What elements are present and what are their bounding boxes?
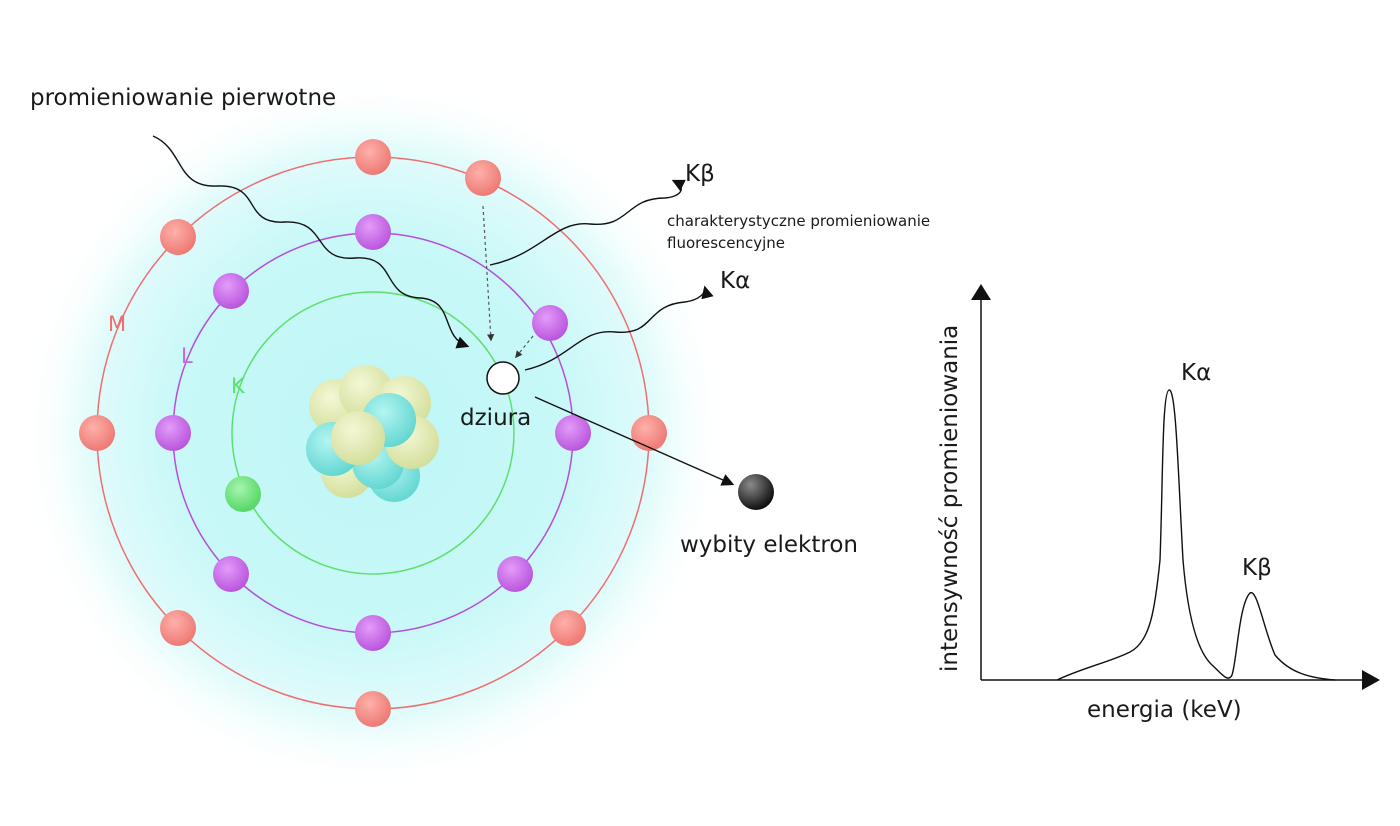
char-radiation-label: charakterystyczne promieniowanie <box>667 212 930 230</box>
m-electron <box>550 610 586 646</box>
m-electron <box>160 610 196 646</box>
x-axis-arrow <box>1362 670 1380 690</box>
hole <box>486 361 520 395</box>
proton <box>331 411 385 465</box>
k-alpha-emission-arrow <box>524 285 714 371</box>
ejection-path <box>534 396 735 486</box>
spectrum-plot: Kα Kβ energia (keV) intensywność promien… <box>937 284 1380 723</box>
ejected-electron-label: wybity elektron <box>680 532 858 558</box>
hole-label: dziura <box>460 405 531 431</box>
transition-m-to-k <box>482 205 495 342</box>
peak-alpha-label: Kα <box>1181 360 1211 386</box>
l-electron <box>532 305 568 341</box>
m-shell-electrons <box>79 139 667 727</box>
k-beta-label: Kβ <box>685 161 715 187</box>
primary-radiation-arrow <box>152 135 470 349</box>
peak-beta-label: Kβ <box>1242 555 1272 581</box>
m-electron <box>355 691 391 727</box>
l-electron <box>155 415 191 451</box>
m-electron <box>355 139 391 175</box>
k-electron <box>225 476 261 512</box>
l-shell-electrons <box>155 214 591 651</box>
m-electron <box>631 415 667 451</box>
shell-k-label: K <box>231 374 246 398</box>
x-axis-label: energia (keV) <box>1087 697 1242 723</box>
m-electron <box>79 415 115 451</box>
shell-k-orbit <box>231 291 515 575</box>
l-electron <box>555 415 591 451</box>
y-axis-arrow <box>971 284 991 300</box>
m-electron <box>465 160 501 196</box>
ejected-electron <box>738 474 774 510</box>
shell-m-label: M <box>108 312 126 336</box>
primary-radiation-label: promieniowanie pierwotne <box>30 85 336 111</box>
char-radiation-label-2: fluorescencyjne <box>667 234 785 252</box>
transition-l-to-k <box>515 335 534 359</box>
spectrum-curve <box>1056 389 1336 681</box>
l-electron <box>497 556 533 592</box>
shell-l-label: L <box>181 344 193 368</box>
l-electron <box>213 556 249 592</box>
l-electron <box>355 214 391 250</box>
y-axis-label: intensywność promieniowania <box>937 325 963 672</box>
nucleus <box>306 365 439 502</box>
l-electron <box>213 273 249 309</box>
k-alpha-label: Kα <box>720 268 750 294</box>
k-beta-emission-arrow <box>489 179 686 266</box>
m-electron <box>160 219 196 255</box>
l-electron <box>355 615 391 651</box>
